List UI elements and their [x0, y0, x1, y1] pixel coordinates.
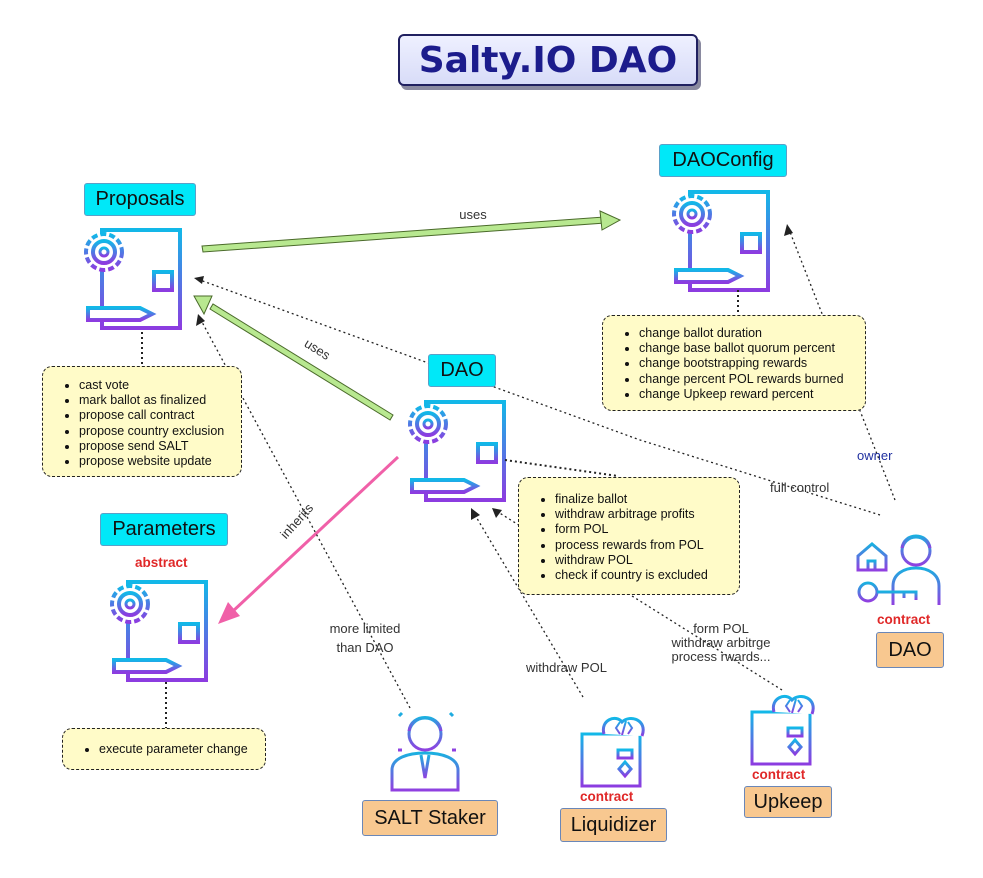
daoconfig-icon: [672, 190, 770, 292]
uses-arrow-dao-proposals: [193, 295, 394, 421]
dao-functions-note: finalize ballot withdraw arbitrage profi…: [518, 477, 740, 595]
liquidizer-label: Liquidizer: [560, 808, 667, 842]
list-item: propose send SALT: [79, 439, 241, 454]
proposals-functions-note: cast vote mark ballot as finalized propo…: [42, 366, 242, 477]
liquidizer-link: [474, 514, 584, 698]
list-item: finalize ballot: [555, 492, 739, 507]
label-line: withdraw arbitrge: [671, 635, 771, 650]
uses-arrow-proposals-daoconfig: [201, 210, 622, 253]
list-item: withdraw POL: [555, 553, 739, 568]
uses-label-1: uses: [459, 207, 487, 222]
list-item: change base ballot quorum percent: [639, 341, 865, 356]
list-item: change ballot duration: [639, 326, 865, 341]
label-line: form POL: [693, 621, 749, 636]
list-item: propose website update: [79, 454, 241, 469]
salt-staker-label: SALT Staker: [362, 800, 498, 836]
dao-note-connector: [504, 459, 619, 477]
page-title: Salty.IO DAO: [398, 34, 698, 86]
list-item: propose call contract: [79, 408, 241, 423]
liquidizer-arrowhead: [471, 508, 480, 520]
list-item: withdraw arbitrage profits: [555, 507, 739, 522]
owner-arrowhead: [784, 224, 793, 236]
list-item: change Upkeep reward percent: [639, 387, 865, 402]
dao-owner-stereotype: contract: [877, 612, 931, 627]
businessman-icon: [390, 711, 460, 792]
label-line: than DAO: [336, 640, 394, 655]
full-control-arrowhead: [194, 276, 204, 284]
daoconfig-functions-note: change ballot duration change base ballo…: [602, 315, 866, 411]
list-item: process rewards from POL: [555, 538, 739, 553]
staker-arrowhead: [196, 314, 205, 326]
dao-owner-label: DAO: [876, 632, 944, 668]
full-control-link: [199, 279, 881, 516]
staker-relation-label: more limited than DAO: [322, 621, 408, 656]
dao-icon: [408, 400, 506, 502]
upkeep-label: Upkeep: [744, 786, 832, 818]
liquidizer-relation-label: withdraw POL: [526, 660, 607, 675]
list-item: change percent POL rewards burned: [639, 372, 865, 387]
owner-label: owner: [857, 448, 893, 463]
list-item: change bootstrapping rewards: [639, 356, 865, 371]
upkeep-relation-label: form POL withdraw arbitrge process rward…: [662, 622, 780, 664]
list-item: cast vote: [79, 378, 241, 393]
parameters-label: Parameters: [100, 513, 228, 546]
upkeep-stereotype: contract: [752, 767, 806, 782]
inherits-arrow: [218, 455, 400, 624]
upkeep-code-icon: [750, 694, 815, 766]
daoconfig-label: DAOConfig: [659, 144, 787, 177]
user-house-key-icon: [856, 534, 941, 605]
label-line: process rwards...: [671, 649, 771, 664]
list-item: propose country exclusion: [79, 424, 241, 439]
dao-label: DAO: [428, 354, 496, 387]
list-item: form POL: [555, 522, 739, 537]
liquidizer-code-icon: [580, 716, 645, 788]
list-item: mark ballot as finalized: [79, 393, 241, 408]
uses-label-2: uses: [302, 336, 334, 364]
label-line: more limited: [329, 621, 401, 636]
list-item: check if country is excluded: [555, 568, 739, 583]
proposals-label: Proposals: [84, 183, 196, 216]
upkeep-arrowhead: [492, 508, 502, 518]
full-control-label: full control: [770, 480, 830, 495]
proposals-icon: [84, 228, 182, 330]
inherits-label: inherits: [277, 500, 317, 542]
parameters-stereotype: abstract: [135, 555, 188, 570]
list-item: execute parameter change: [99, 742, 265, 757]
parameters-icon: [110, 580, 208, 682]
liquidizer-stereotype: contract: [580, 789, 634, 804]
upkeep-link: [497, 511, 783, 691]
parameters-functions-note: execute parameter change: [62, 728, 266, 770]
